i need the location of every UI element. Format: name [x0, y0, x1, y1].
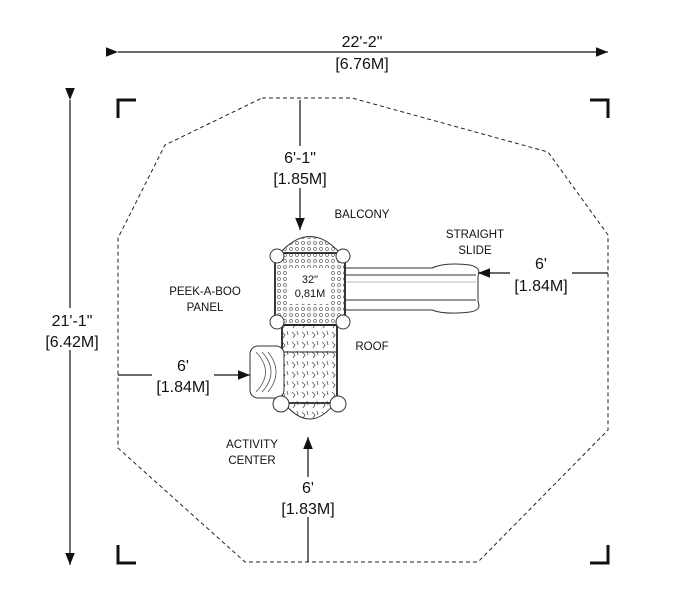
- balcony-label: BALCONY: [335, 209, 390, 221]
- overall-depth-ft: 21'-1": [52, 313, 93, 330]
- left-clearance-m: [1.84M]: [156, 379, 209, 396]
- activity-center-panel: [249, 345, 285, 399]
- bottom-clearance-ft: 6': [302, 480, 314, 497]
- peek-a-boo-label-2: PANEL: [187, 302, 224, 314]
- roof-label: ROOF: [355, 341, 388, 353]
- activity-center-label-2: CENTER: [228, 455, 275, 467]
- top-clearance-ft: 6'-1": [284, 150, 316, 167]
- left-clearance-ft: 6': [177, 358, 189, 375]
- posts: [269, 248, 351, 413]
- deck-height-in: 32": [302, 274, 318, 286]
- right-clearance-ft: 6': [535, 256, 547, 273]
- peek-a-boo-label-1: PEEK-A-BOO: [169, 286, 241, 298]
- activity-center-label-1: ACTIVITY: [226, 439, 278, 451]
- use-zone-boundary: [117, 97, 609, 563]
- straight-slide: [344, 263, 480, 314]
- bottom-clearance-m: [1.83M]: [281, 501, 334, 518]
- corner-bracket-br: [590, 545, 610, 565]
- slide-label-1: STRAIGHT: [446, 229, 504, 241]
- overall-width-m: [6.76M]: [335, 56, 388, 73]
- lower-balcony: [282, 402, 337, 420]
- overall-depth-m: [6.42M]: [45, 334, 98, 351]
- corner-bracket-bl: [116, 545, 136, 565]
- balcony: [278, 236, 342, 254]
- slide-label-2: SLIDE: [458, 245, 492, 257]
- top-clearance-m: [1.85M]: [273, 171, 326, 188]
- deck-height-m: 0,81M: [295, 288, 326, 300]
- right-clearance-m: [1.84M]: [514, 278, 567, 295]
- roof: [281, 324, 338, 404]
- overall-width-ft: 22'-2": [342, 34, 383, 51]
- corner-bracket-tl: [116, 98, 136, 118]
- corner-bracket-tr: [590, 98, 610, 118]
